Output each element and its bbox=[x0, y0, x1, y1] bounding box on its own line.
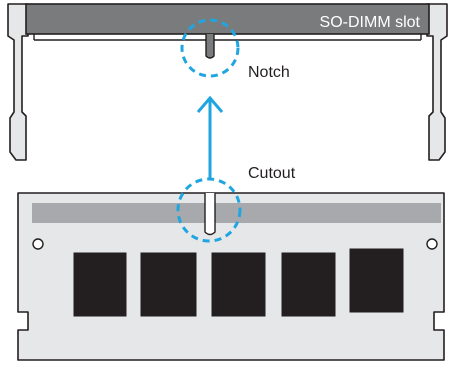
memory-module bbox=[17, 192, 445, 361]
notch-highlight-circle bbox=[180, 18, 240, 78]
mounting-hole-left bbox=[32, 238, 44, 250]
sodimm-slot: SO-DIMM slot bbox=[7, 3, 448, 161]
module-cutout bbox=[204, 193, 216, 236]
mounting-hole-right bbox=[426, 238, 438, 250]
memory-chip bbox=[211, 252, 266, 317]
cutout-label: Cutout bbox=[248, 165, 296, 182]
memory-chip bbox=[349, 248, 404, 313]
memory-chip bbox=[140, 252, 197, 317]
module-contact-strip-right bbox=[215, 203, 441, 223]
up-arrow-icon bbox=[196, 95, 224, 180]
notch-label: Notch bbox=[248, 64, 290, 81]
cutout-highlight-circle bbox=[176, 177, 242, 243]
slot-notch-key bbox=[205, 34, 215, 59]
slot-right-latch bbox=[426, 3, 448, 161]
slot-left-latch bbox=[7, 3, 29, 161]
memory-chip bbox=[281, 252, 336, 317]
slot-bar bbox=[25, 3, 430, 35]
slot-title: SO-DIMM slot bbox=[320, 14, 421, 31]
memory-chip bbox=[73, 252, 127, 317]
module-contact-strip-left bbox=[32, 203, 205, 223]
